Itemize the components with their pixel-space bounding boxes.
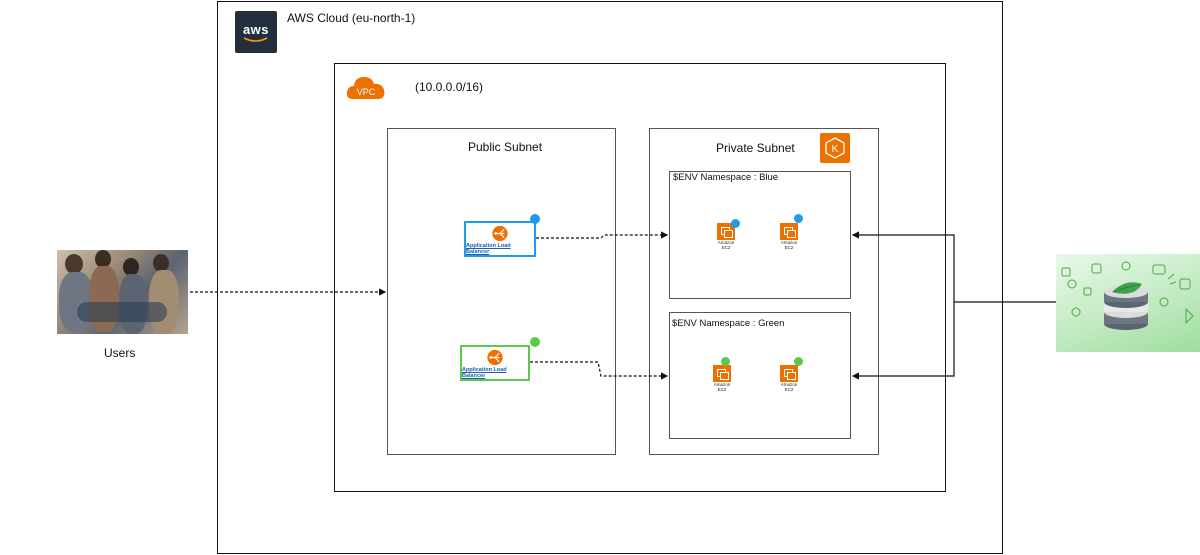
ec2-caption: Amazon [780, 240, 798, 245]
db-to-blue-line [851, 231, 1056, 303]
blue-status-dot [794, 214, 803, 223]
database-icon [1061, 261, 1194, 330]
users-photo [57, 250, 188, 334]
ec2-green-2: Amazon EC2 [778, 365, 800, 392]
alb-green-caption: Application Load Balancer [462, 367, 507, 379]
ec2-icon [780, 223, 798, 240]
green-status-dot [794, 357, 803, 366]
namespace-blue-label: $ENV Namespace : Blue [673, 172, 779, 183]
aws-smile-icon [243, 36, 268, 42]
svg-text:K: K [832, 144, 839, 155]
load-balancer-icon [492, 225, 508, 242]
ec2-caption: Amazon [717, 240, 735, 245]
database-panel [1056, 254, 1200, 352]
green-status-dot [721, 357, 730, 366]
db-to-green-line [851, 302, 955, 380]
ec2-blue-2: Amazon EC2 [778, 223, 800, 250]
aws-logo-text: aws [242, 21, 270, 37]
ec2-icon [717, 223, 735, 240]
ec2-caption: EC2 [784, 245, 794, 250]
ec2-caption: Amazon [713, 382, 731, 387]
blue-status-dot [530, 214, 540, 224]
namespace-blue [669, 171, 851, 299]
vpc-cloud-icon: VPC [346, 77, 385, 99]
ec2-caption: EC2 [784, 387, 794, 392]
users-label: Users [104, 346, 136, 360]
public-subnet [387, 128, 616, 455]
ec2-caption: EC2 [721, 245, 731, 250]
vpc-badge-text: VPC [357, 87, 376, 97]
alb-blue: Application Load Balancer [464, 221, 536, 257]
private-subnet-title: Private Subnet [716, 141, 795, 155]
public-subnet-title: Public Subnet [468, 140, 543, 154]
load-balancer-icon [487, 349, 503, 366]
ec2-icon [713, 365, 731, 382]
ec2-caption: EC2 [717, 387, 727, 392]
alb-blue-to-namespace-line [536, 231, 669, 239]
alb-green: Application Load Balancer [460, 345, 530, 381]
alb-blue-caption: Application Load Balancer [466, 243, 511, 255]
ec2-green-1: Amazon EC2 [711, 365, 733, 392]
aws-cloud-title: AWS Cloud (eu-north-1) [287, 11, 416, 25]
ec2-icon [780, 365, 798, 382]
aws-logo: aws [235, 11, 277, 53]
green-status-dot [530, 337, 540, 347]
vpc-cidr: (10.0.0.0/16) [415, 80, 484, 94]
kubernetes-icon: K [820, 133, 850, 163]
alb-green-to-namespace-line [530, 361, 669, 380]
namespace-green-label: $ENV Namespace : Green [672, 318, 785, 329]
blue-status-dot [731, 219, 740, 228]
ec2-blue-1: Amazon EC2 [715, 223, 737, 250]
namespace-green [669, 312, 851, 439]
ec2-caption: Amazon [780, 382, 798, 387]
